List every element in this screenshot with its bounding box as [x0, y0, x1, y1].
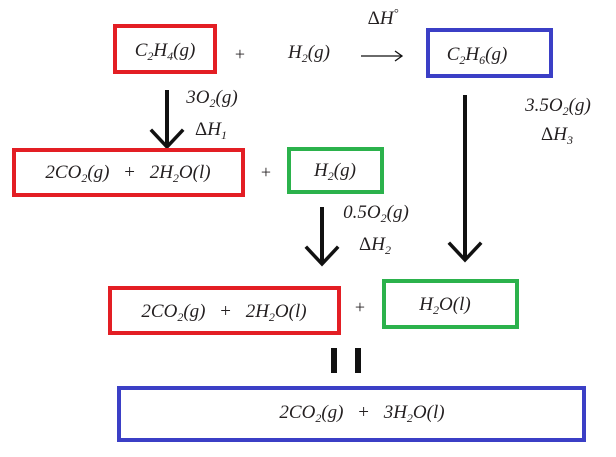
remaining-h2-label: H2(g)	[313, 160, 356, 183]
reaction-arrow-top	[361, 50, 404, 62]
intermediate-products-box	[12, 148, 245, 197]
product-c2h6-label: C2H6(g)	[447, 44, 508, 67]
delta-h3-label: ΔH3	[541, 124, 573, 147]
delta-h1-label: ΔH1	[195, 119, 227, 142]
combined-products-box	[108, 286, 341, 335]
delta-h-standard-label: ΔH°	[368, 6, 399, 29]
plus-top: +	[235, 44, 245, 64]
combustion-arrow-2	[304, 207, 340, 267]
remaining-h2-box	[287, 147, 384, 194]
oxygen-3-5-label: 3.5O2(g)	[524, 95, 591, 118]
final-products-box	[117, 386, 586, 442]
water-box	[382, 279, 519, 329]
final-products-label: 2CO2(g) + 3H2O(l)	[279, 402, 444, 425]
combustion-arrow-3	[447, 95, 483, 263]
oxygen-3-label: 3O2(g)	[185, 87, 237, 110]
equals-sign	[331, 348, 361, 373]
plus-row2: +	[261, 162, 271, 182]
combustion-arrow-1	[149, 90, 185, 150]
oxygen-0-5-label: 0.5O2(g)	[343, 202, 409, 225]
water-label: H2O(l)	[418, 294, 470, 317]
intermediate-products-label: 2CO2(g) + 2H2O(l)	[45, 162, 210, 185]
plus-row3: +	[355, 297, 365, 317]
reactant-c2h4-box	[113, 24, 217, 74]
combined-products-label: 2CO2(g) + 2H2O(l)	[141, 301, 306, 324]
reactant-c2h4-label: C2H4(g)	[135, 40, 196, 63]
delta-h2-label: ΔH2	[359, 234, 391, 257]
reactant-h2-label: H2(g)	[287, 42, 330, 65]
product-c2h6-box	[426, 28, 553, 78]
